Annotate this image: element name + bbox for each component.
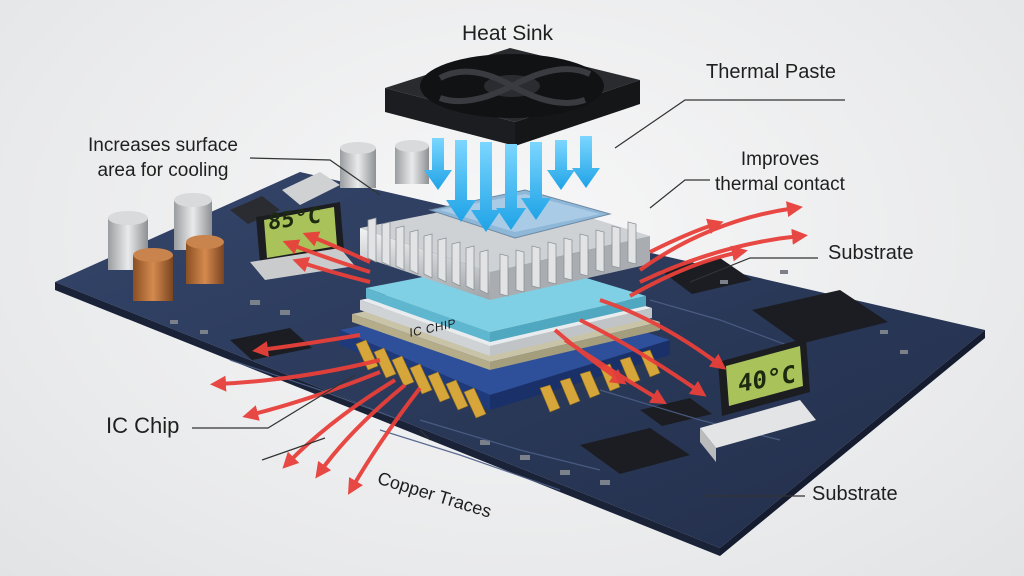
label-improves-thermal-contact: Improves thermal contact <box>715 147 845 197</box>
leader-substrate-top <box>689 257 818 283</box>
label-increases-surface-area: Increases surface area for cooling <box>88 133 238 183</box>
heat-flow-arrows <box>210 201 808 495</box>
label-improves-line1: Improves <box>740 149 820 170</box>
leader-lines <box>192 99 845 497</box>
leader-copper <box>419 429 431 441</box>
label-substrate-top: Substrate <box>828 242 914 264</box>
leader-thermal-paste <box>614 99 845 149</box>
cooling-fan <box>385 48 640 146</box>
leader-ic-chip <box>192 374 356 429</box>
label-increases-line2: area for cooling <box>97 160 229 181</box>
label-increases-line1: Increases surface <box>88 135 238 156</box>
label-heat-sink: Heat Sink <box>462 22 554 45</box>
label-substrate-bottom: Substrate <box>812 483 898 505</box>
label-ic-chip: IC Chip <box>106 413 180 438</box>
heat-sink <box>360 189 650 300</box>
leader-ic-chip-2 <box>261 437 326 461</box>
label-thermal-paste: Thermal Paste <box>706 61 837 83</box>
airflow-arrows <box>424 136 600 232</box>
leader-improves <box>649 179 710 209</box>
capacitors <box>108 140 429 301</box>
right-temperature-display <box>700 338 816 462</box>
board-components <box>170 258 908 485</box>
label-improves-line2: thermal contact <box>715 174 845 195</box>
leader-increases <box>249 157 381 196</box>
